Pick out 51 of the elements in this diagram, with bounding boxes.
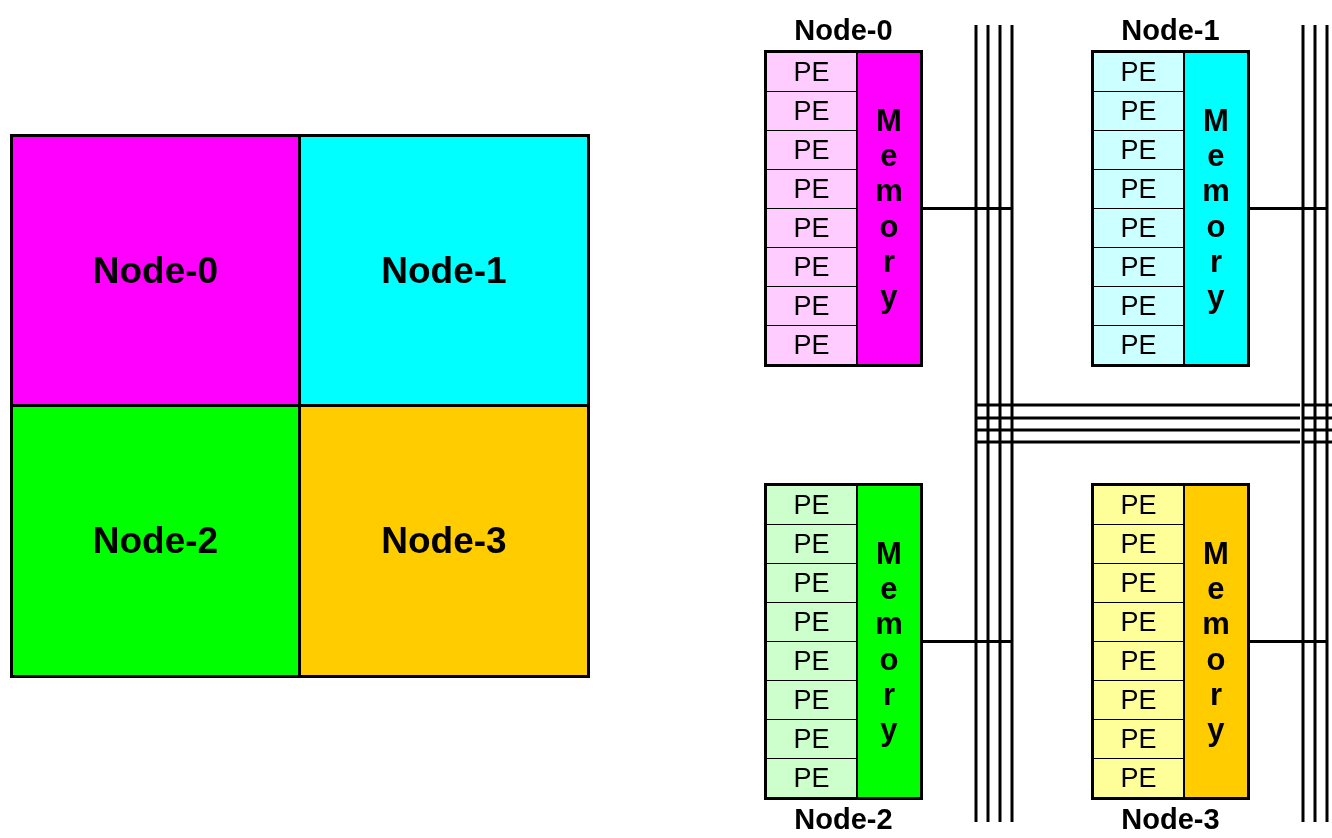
pe-cell: PE (767, 92, 856, 131)
pe-cell: PE (1094, 248, 1183, 287)
pe-cell: PE (767, 603, 856, 642)
pe-cell: PE (767, 525, 856, 564)
memory-block: Memory (1185, 486, 1247, 797)
node-region: Node-0 (10, 134, 301, 407)
pe-cell: PE (767, 326, 856, 364)
node-heading: Node-0 (794, 16, 893, 45)
pe-cell: PE (1094, 759, 1183, 797)
pe-cell: PE (1094, 326, 1183, 364)
node-region: Node-3 (298, 404, 590, 678)
pe-cell: PE (767, 248, 856, 287)
pe-cell: PE (767, 170, 856, 209)
pe-cell: PE (1094, 131, 1183, 170)
pe-cell: PE (1094, 681, 1183, 720)
pe-cell: PE (1094, 603, 1183, 642)
connector-line (923, 207, 974, 210)
memory-block: Memory (858, 53, 920, 364)
memory-block: Memory (1185, 53, 1247, 364)
pe-cell: PE (767, 681, 856, 720)
pe-cell: PE (1094, 53, 1183, 92)
pe-cell: PE (1094, 486, 1183, 525)
pe-cell: PE (767, 720, 856, 759)
pe-cell: PE (767, 642, 856, 681)
pe-cell: PE (1094, 170, 1183, 209)
connector-line (923, 640, 974, 643)
node-heading: Node-1 (1121, 16, 1220, 45)
pe-cell: PE (1094, 287, 1183, 326)
memory-block: Memory (858, 486, 920, 797)
pe-cell: PE (767, 53, 856, 92)
pe-cell: PE (1094, 92, 1183, 131)
pe-cell: PE (767, 486, 856, 525)
pe-cell: PE (767, 131, 856, 170)
bus-lines-drawing (1300, 25, 1332, 822)
pe-cell: PE (1094, 525, 1183, 564)
node-heading: Node-2 (794, 805, 893, 834)
pe-cell: PE (1094, 564, 1183, 603)
node-region: Node-1 (298, 134, 590, 407)
pe-cell: PE (1094, 209, 1183, 248)
pe-cell: PE (767, 759, 856, 797)
pe-cell: PE (1094, 720, 1183, 759)
pe-cell: PE (767, 287, 856, 326)
bus-bundle (1013, 403, 1302, 444)
pe-cell: PE (767, 209, 856, 248)
node-heading: Node-3 (1121, 805, 1220, 834)
pe-cell: PE (767, 564, 856, 603)
connector-line (1250, 640, 1300, 643)
pe-cell: PE (1094, 642, 1183, 681)
bus-lines-drawing (974, 25, 1015, 822)
connector-line (1250, 207, 1300, 210)
node-region: Node-2 (10, 404, 301, 678)
